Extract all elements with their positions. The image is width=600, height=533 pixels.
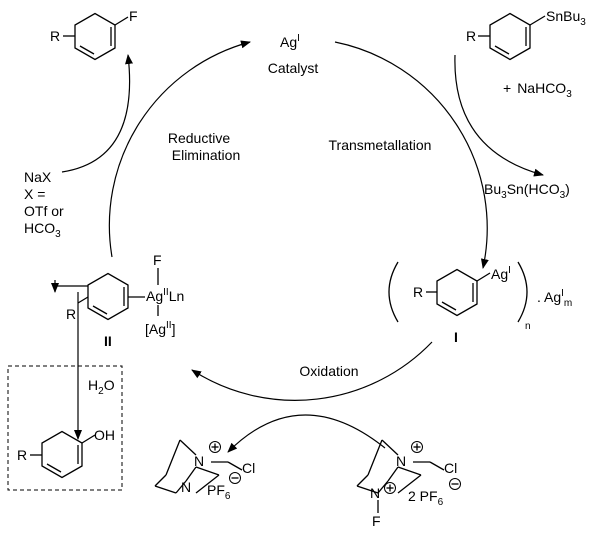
intermediate-ii-ag: AgIILn xyxy=(146,287,184,304)
intermediate-ii-structure xyxy=(77,268,159,321)
benzene-ring xyxy=(41,430,83,479)
bicarbonate-reagent: +NaHCO3 xyxy=(503,80,572,100)
fluoride-f-atom: F xyxy=(129,8,138,24)
aryl-stannane-structure xyxy=(478,12,546,61)
arrow-fluoride-release xyxy=(61,54,133,173)
reagent-right-cl: Cl xyxy=(444,460,457,476)
tin-byproduct: Bu3Sn(HCO3) xyxy=(484,181,570,201)
reagent-left-pf6: PF6 xyxy=(207,482,231,502)
intermediate-i-structure xyxy=(388,261,528,323)
reagent-left-structure xyxy=(154,439,243,494)
intermediate-i-r-group: R xyxy=(413,284,423,300)
step-label-reductive: Reductive xyxy=(168,130,230,146)
cycle-arrow-oxidation xyxy=(191,341,433,401)
reagent-right-f: F xyxy=(372,513,381,529)
phenol-dashed-box xyxy=(7,365,123,491)
step-label-transmetallation: Transmetallation xyxy=(329,137,432,153)
benzene-ring xyxy=(489,12,531,61)
nax-line-3: OTf or xyxy=(24,203,64,219)
aryl-fluoride-structure xyxy=(63,12,129,61)
reagent-right-structure xyxy=(356,439,445,513)
reagent-right-n: N xyxy=(370,485,380,501)
intermediate-ii-ag2: [AgII] xyxy=(145,320,175,337)
step-label-elimination: Elimination xyxy=(172,147,240,163)
positive-charge xyxy=(209,441,221,453)
arrow-stannane-entry xyxy=(454,54,544,177)
nax-line-1: NaX xyxy=(24,169,52,185)
water-label: H2O xyxy=(88,377,115,397)
intermediate-i-n: n xyxy=(525,321,531,332)
arrow-hydrolysis xyxy=(55,280,88,292)
benzene-ring xyxy=(74,12,116,61)
reagent-right-negative-charge xyxy=(449,478,461,490)
stannane-snbu3: SnBu3 xyxy=(546,8,586,28)
benzene-ring xyxy=(436,268,478,317)
reagent-left-cl: Cl xyxy=(242,460,255,476)
catalyst-caption: Catalyst xyxy=(268,60,319,76)
intermediate-i-label: I xyxy=(454,329,458,345)
phenol-structure xyxy=(30,430,96,479)
cycle-arrow-transmetallation xyxy=(334,41,489,269)
intermediate-i-ag: AgI xyxy=(491,265,511,282)
intermediate-ii-r-group: R xyxy=(66,306,76,322)
intermediate-ii-label: II xyxy=(104,333,112,349)
nax-line-4: HCO3 xyxy=(24,220,61,240)
step-label-oxidation: Oxidation xyxy=(299,363,358,379)
reagent-left-negative-charge xyxy=(229,472,241,484)
benzene-ring xyxy=(87,272,129,321)
reagent-left-n: N xyxy=(181,479,191,495)
intermediate-ii-f: F xyxy=(153,252,162,268)
nax-line-2: X = xyxy=(24,186,45,202)
intermediate-i-agm: . AgIm xyxy=(537,288,572,309)
bracket-left xyxy=(388,261,399,323)
reagent-right-pf6: 2 PF6 xyxy=(408,488,444,508)
arrow-reagent-conversion xyxy=(227,414,386,453)
positive-charge xyxy=(411,441,423,453)
positive-charge xyxy=(384,482,396,494)
bracket-right xyxy=(517,261,528,323)
reagent-right-n-plus: N xyxy=(396,453,406,469)
fluoride-r-group: R xyxy=(50,28,60,44)
phenol-oh: OH xyxy=(94,427,115,443)
catalyst-label: AgI xyxy=(280,33,300,50)
phenol-r-group: R xyxy=(17,447,27,463)
stannane-r-group: R xyxy=(466,28,476,44)
reagent-left-n-plus: N xyxy=(194,453,204,469)
cycle-arrow-reductive-elimination xyxy=(108,40,251,258)
